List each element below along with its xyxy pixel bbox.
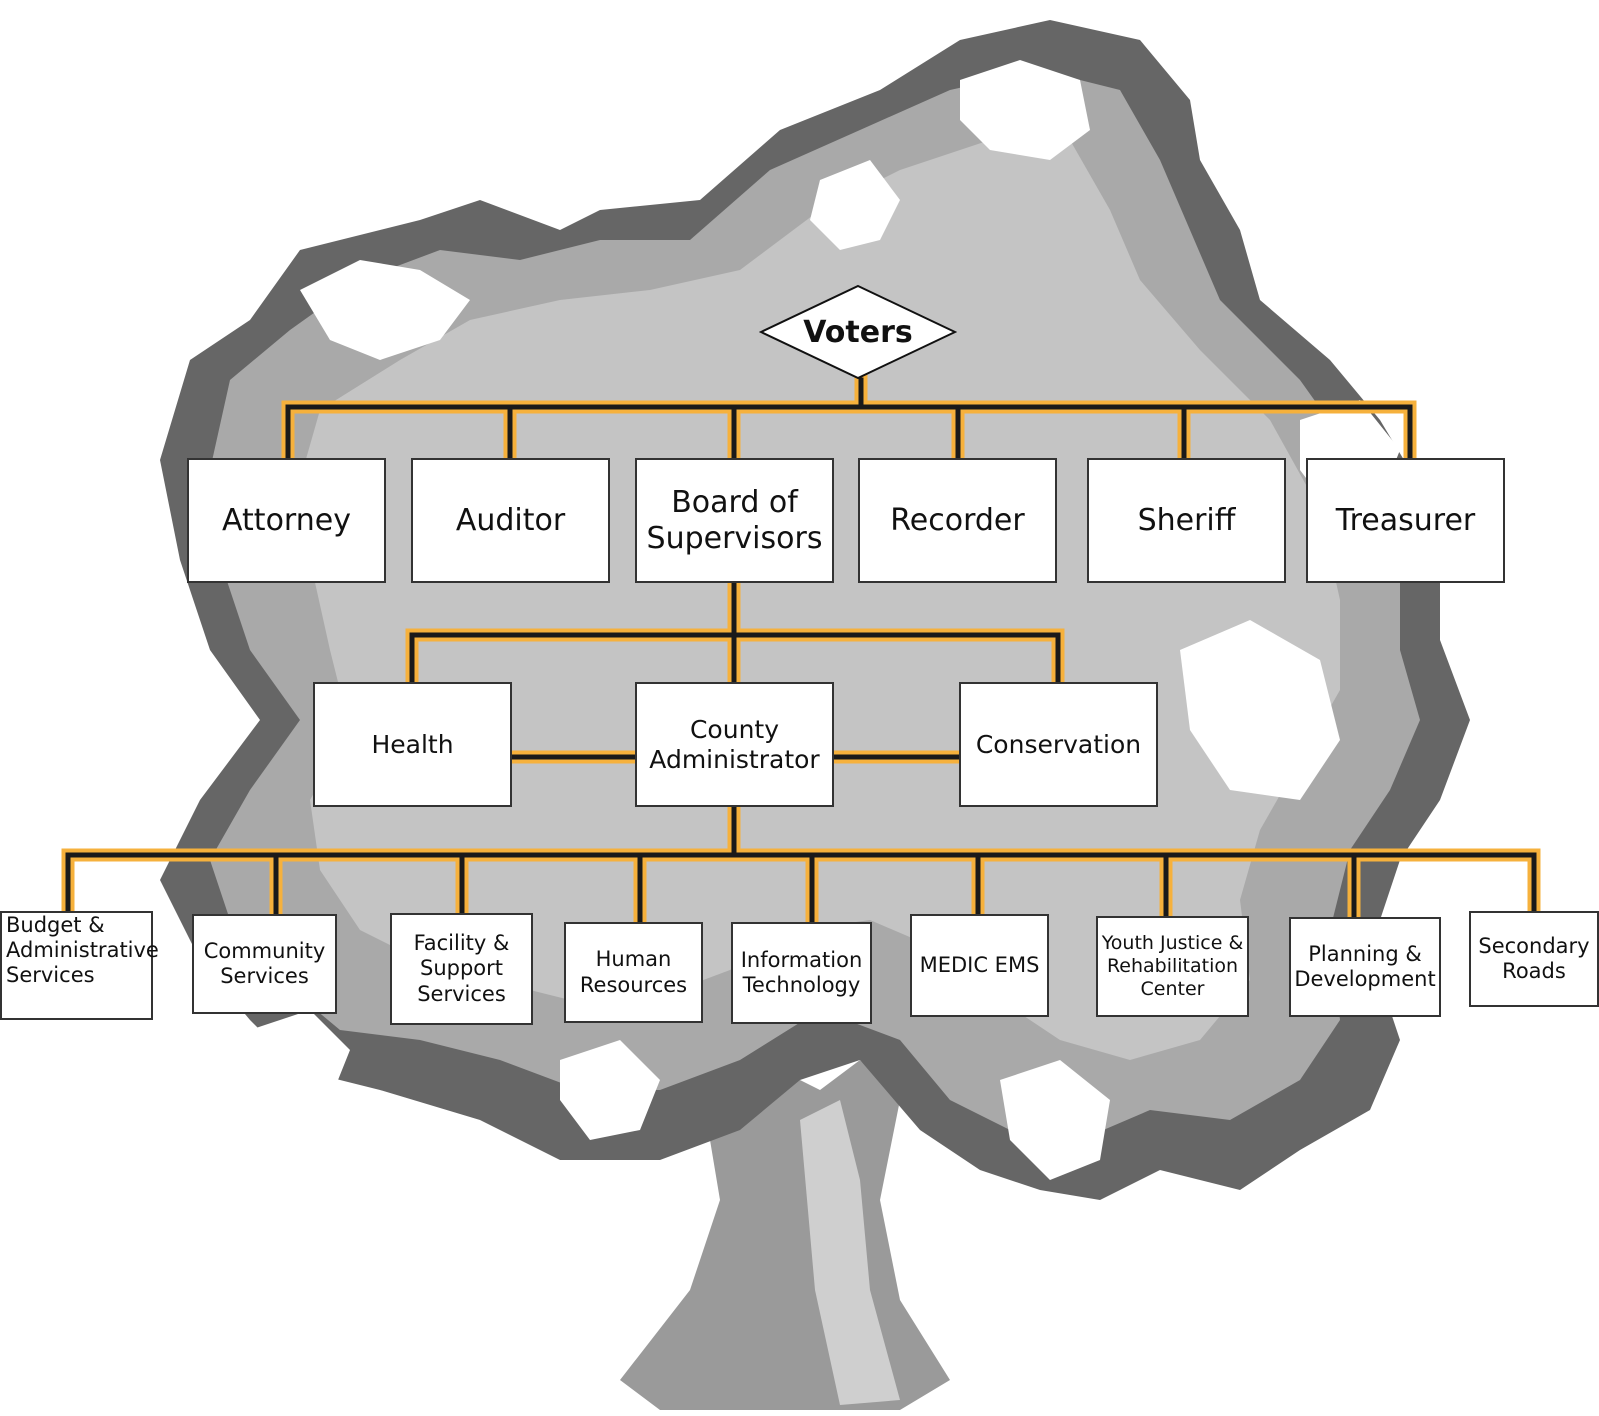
planning-development-box: Planning & Development	[1289, 917, 1441, 1017]
sheriff-box: Sheriff	[1087, 458, 1286, 583]
voters-label: Voters	[803, 314, 913, 350]
budget-administrative-services-box: Budget & Administrative Services	[0, 911, 159, 1020]
sheriff-label: Sheriff	[1137, 502, 1236, 538]
budget-label-line2: Administrative	[6, 938, 159, 963]
human-resources-label-line2: Resources	[579, 972, 688, 997]
voters-node: Voters	[759, 284, 957, 380]
medic-ems-box: MEDIC EMS	[910, 914, 1049, 1017]
facility-label-line1: Facility &	[413, 931, 510, 956]
facility-label-line3: Services	[417, 981, 506, 1006]
tree-leaf-gap	[300, 260, 470, 360]
tree-leaf-gap	[1000, 1060, 1110, 1180]
tree-trunk-highlight	[800, 1100, 900, 1405]
treasurer-box: Treasurer	[1306, 458, 1505, 583]
tree-leaf-gap	[250, 1010, 350, 1110]
recorder-label: Recorder	[890, 502, 1025, 538]
health-label: Health	[371, 729, 454, 759]
secondary-roads-label-line2: Roads	[1502, 959, 1566, 983]
voters-diamond	[759, 284, 957, 380]
attorney-label: Attorney	[222, 502, 351, 538]
health-box: Health	[313, 682, 512, 807]
planning-label-line2: Development	[1294, 967, 1436, 991]
tree-canopy-light	[300, 140, 1340, 1060]
information-technology-label-line1: Information	[740, 947, 863, 972]
youth-justice-rehabilitation-center-box: Youth Justice & Rehabilitation Center	[1096, 916, 1249, 1017]
secondary-roads-label-line1: Secondary	[1478, 933, 1590, 958]
information-technology-label-line2: Technology	[742, 973, 861, 997]
medic-ems-label: MEDIC EMS	[919, 952, 1040, 977]
conservation-label: Conservation	[975, 729, 1142, 759]
tree-leaf-gap	[810, 160, 900, 250]
recorder-box: Recorder	[858, 458, 1057, 583]
county-administrator-label-line2: Administrator	[649, 744, 820, 774]
facility-support-services-box: Facility & Support Services	[390, 913, 533, 1025]
human-resources-label-line1: Human	[595, 947, 672, 972]
youth-justice-label-line3: Center	[1140, 977, 1205, 1000]
auditor-label: Auditor	[455, 502, 566, 538]
community-services-box: Community Services	[192, 914, 337, 1014]
secondary-roads-box: Secondary Roads	[1469, 911, 1599, 1007]
tree-leaf-gap	[560, 1040, 660, 1140]
board-of-supervisors-label-line1: Board of	[671, 484, 798, 520]
county-administrator-label-line1: County	[689, 714, 780, 744]
youth-justice-label-line2: Rehabilitation	[1106, 955, 1239, 978]
treasurer-label: Treasurer	[1335, 502, 1476, 538]
information-technology-box: Information Technology	[731, 922, 872, 1024]
tree-leaf-gap	[960, 60, 1090, 160]
board-of-supervisors-label-line2: Supervisors	[646, 520, 823, 556]
conservation-box: Conservation	[959, 682, 1158, 807]
attorney-box: Attorney	[187, 458, 386, 583]
facility-label-line2: Support	[419, 956, 503, 981]
budget-label-line3: Services	[6, 963, 95, 988]
tree-leaf-gap	[1180, 620, 1340, 800]
human-resources-box: Human Resources	[564, 922, 703, 1023]
youth-justice-label-line1: Youth Justice &	[1101, 932, 1244, 955]
budget-label-line1: Budget &	[6, 913, 105, 937]
community-services-label-line2: Services	[220, 964, 309, 988]
board-of-supervisors-box: Board of Supervisors	[635, 458, 834, 583]
county-administrator-box: County Administrator	[635, 682, 834, 807]
community-services-label-line1: Community	[203, 938, 326, 963]
planning-label-line1: Planning &	[1308, 941, 1422, 966]
auditor-box: Auditor	[411, 458, 610, 583]
